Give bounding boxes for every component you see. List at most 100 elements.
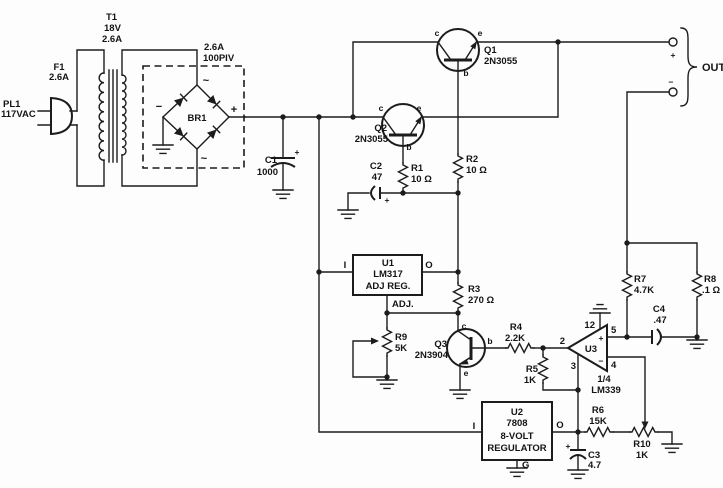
transformer-t1: T1 18V 2.6A bbox=[76, 12, 198, 187]
r3-value-label: 270 Ω bbox=[468, 295, 494, 306]
u3-minus-input-label: − bbox=[599, 356, 604, 366]
t1-volts-label: 18V bbox=[104, 23, 122, 34]
q2-b-label: b bbox=[406, 142, 411, 152]
u2-ref-label: U2 bbox=[511, 407, 523, 418]
t1-core bbox=[108, 69, 118, 163]
regulator-u1: U1 LM317 ADJ REG. I O ADJ. bbox=[318, 192, 459, 329]
resistor-r2: R2 10 Ω bbox=[452, 153, 487, 194]
u2-part-label: 7808 bbox=[506, 418, 527, 429]
q1-e-label: e bbox=[478, 28, 483, 38]
br1-plus-label: + bbox=[231, 104, 237, 116]
q3-e-label: e bbox=[464, 368, 469, 378]
u2-pin-out-label: O bbox=[556, 420, 563, 431]
r6-value-label: 15K bbox=[589, 416, 607, 427]
br1-ac-bottom-label: ~ bbox=[201, 153, 208, 165]
resistor-r3: R3 270 Ω bbox=[452, 282, 494, 314]
u3-pin4-label: 4 bbox=[611, 360, 617, 371]
c2-ref-label: C2 bbox=[370, 161, 382, 172]
q1-part-label: 2N3055 bbox=[484, 56, 518, 67]
u3-pin12-label: 12 bbox=[584, 320, 595, 331]
u3-pin3-label: 3 bbox=[571, 361, 576, 372]
c1-ground-icon bbox=[272, 189, 294, 200]
r10-value-label: 1K bbox=[636, 450, 648, 461]
r1-ref-label: R1 bbox=[411, 163, 424, 174]
pl1-value-label: 117VAC bbox=[1, 109, 36, 120]
r10-ground-icon bbox=[661, 443, 683, 454]
u1-pin-out-label: O bbox=[425, 260, 432, 271]
r6-ref-label: R6 bbox=[592, 405, 604, 416]
c4-value-label: .47 bbox=[653, 315, 666, 326]
output-terminals: + − OUT bbox=[626, 27, 723, 244]
out-minus-label: − bbox=[669, 77, 674, 87]
r9-ground-icon bbox=[376, 379, 398, 390]
q1-c-label: c bbox=[435, 28, 440, 38]
cap-c4: C4 .47 bbox=[626, 304, 698, 346]
f1-value-label: 2.6A bbox=[49, 72, 69, 83]
q2-e-label: e bbox=[417, 103, 422, 113]
pl1-ref-label: PL1 bbox=[3, 99, 21, 110]
c2-plus-label: + bbox=[385, 195, 390, 205]
u2-desc1-label: 8-VOLT bbox=[500, 431, 533, 442]
resistor-r4: R4 2.2K bbox=[505, 322, 544, 354]
out-plus-terminal bbox=[668, 37, 678, 47]
br1-ground-icon bbox=[152, 144, 174, 155]
c3-ref-label: C3 bbox=[588, 450, 600, 461]
plug-pl1: PL1 117VAC bbox=[1, 96, 78, 136]
bridge-br1: BR1 2.6A 100PIV ~ ~ − + bbox=[142, 42, 246, 169]
t1-primary-coil bbox=[98, 72, 105, 162]
transistor-q1: c e b Q1 2N3055 bbox=[352, 28, 670, 155]
u3-pin2-label: 2 bbox=[560, 336, 565, 347]
u3-pin12-ground-icon bbox=[589, 303, 611, 314]
q3-b-label: b bbox=[487, 336, 492, 346]
transistor-q2: c e b Q2 2N3055 bbox=[355, 41, 559, 164]
r5-ref-label: R5 bbox=[526, 364, 539, 375]
cap-c2: C2 47 + bbox=[337, 161, 459, 220]
br1-ac-top-label: ~ bbox=[203, 75, 210, 87]
f1-ref-label: F1 bbox=[53, 62, 65, 73]
u3-pin5-label: 5 bbox=[611, 325, 617, 336]
r5-value-label: 1K bbox=[524, 375, 536, 386]
cap-c1: C1 1000 + bbox=[257, 116, 300, 200]
c1-plus-label: + bbox=[295, 147, 300, 157]
r10-ref-label: R10 bbox=[633, 439, 650, 450]
q2-c-label: c bbox=[379, 103, 384, 113]
u3-fraction-label: 1/4 bbox=[597, 374, 611, 385]
br1-amps-label: 2.6A bbox=[204, 42, 224, 53]
c2-value-label: 47 bbox=[372, 172, 383, 183]
br1-piv-label: 100PIV bbox=[203, 53, 235, 64]
u1-pin-adj-label: ADJ. bbox=[392, 299, 414, 310]
q3-ground-icon bbox=[449, 389, 471, 400]
br1-ref-label: BR1 bbox=[187, 113, 207, 124]
resistor-r7: R7 4.7K bbox=[621, 242, 654, 338]
r3-ref-label: R3 bbox=[468, 284, 480, 295]
r8-value-label: .1 Ω bbox=[702, 285, 721, 296]
r7-value-label: 4.7K bbox=[634, 285, 654, 296]
r9-ref-label: R9 bbox=[395, 332, 407, 343]
t1-secondary-coil bbox=[121, 74, 127, 156]
t1-amps-label: 2.6A bbox=[102, 34, 122, 45]
u3-plus-input-label: + bbox=[599, 333, 604, 343]
r8-ref-label: R8 bbox=[704, 274, 716, 285]
cap-c3: + C3 4.7 bbox=[566, 431, 601, 480]
q2-part-label: 2N3055 bbox=[355, 134, 389, 145]
t1-ref-label: T1 bbox=[106, 12, 118, 23]
resistor-r8: R8 .1 Ω bbox=[626, 242, 721, 350]
c1-value-label: 1000 bbox=[257, 167, 278, 178]
input-rail bbox=[318, 116, 483, 433]
q2-ref-label: Q2 bbox=[374, 123, 387, 134]
transistor-q3: c b e Q3 2N3904 bbox=[415, 312, 507, 400]
r2-ref-label: R2 bbox=[466, 154, 478, 165]
r9-value-label: 5K bbox=[395, 343, 407, 354]
br1-minus-label: − bbox=[156, 101, 162, 113]
r8-ground-icon bbox=[686, 339, 708, 350]
c2-ground-icon bbox=[337, 209, 359, 220]
u2-desc2-label: REGULATOR bbox=[487, 443, 546, 454]
c1-ref-label: C1 bbox=[265, 155, 278, 166]
out-brace bbox=[680, 27, 698, 107]
u1-desc-label: ADJ REG. bbox=[366, 281, 411, 292]
c3-plus-label: + bbox=[566, 441, 571, 451]
fuse-f1: F1 2.6A bbox=[49, 62, 69, 83]
r4-value-label: 2.2K bbox=[505, 333, 525, 344]
u1-pin-in-label: I bbox=[344, 260, 347, 271]
